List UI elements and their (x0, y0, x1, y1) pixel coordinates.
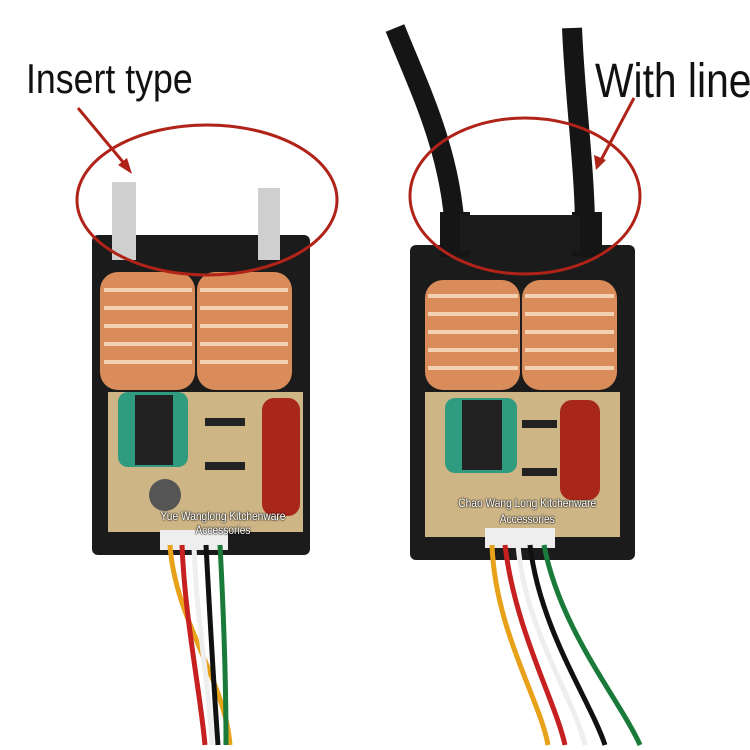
diode (522, 468, 557, 476)
component (149, 479, 181, 511)
wire-connector (485, 528, 555, 548)
right-wires (489, 544, 643, 747)
watermark-right: Chao Wang Long Kitchenware Accessories (458, 496, 597, 526)
cable-right (562, 27, 595, 231)
capacitor (560, 400, 600, 500)
left-module (92, 182, 310, 555)
wire-connector (160, 530, 228, 550)
arrow-right-icon (594, 97, 636, 170)
cable-left (385, 24, 465, 231)
insert-type-label: Insert type (26, 55, 193, 102)
housing-top (460, 215, 580, 250)
diode (205, 462, 245, 470)
arrow-left-icon (76, 107, 132, 174)
diode (522, 420, 557, 428)
terminal-left (112, 182, 136, 260)
diode (205, 418, 245, 426)
terminal-right (258, 188, 280, 260)
highlight-ellipse-left (75, 123, 339, 277)
right-module (410, 212, 635, 560)
highlight-ellipse-right (408, 116, 642, 276)
coil-right (522, 280, 617, 390)
coil-left (425, 280, 520, 390)
transformer-core (462, 400, 502, 470)
with-line-label: With line (595, 55, 750, 108)
transformer-core (135, 395, 173, 465)
coil-right (197, 272, 292, 390)
capacitor (262, 398, 300, 516)
coil-left (100, 272, 195, 390)
watermark-left: Yue Wanglong Kitchenware Accessories (160, 509, 286, 537)
left-wires (167, 544, 233, 746)
